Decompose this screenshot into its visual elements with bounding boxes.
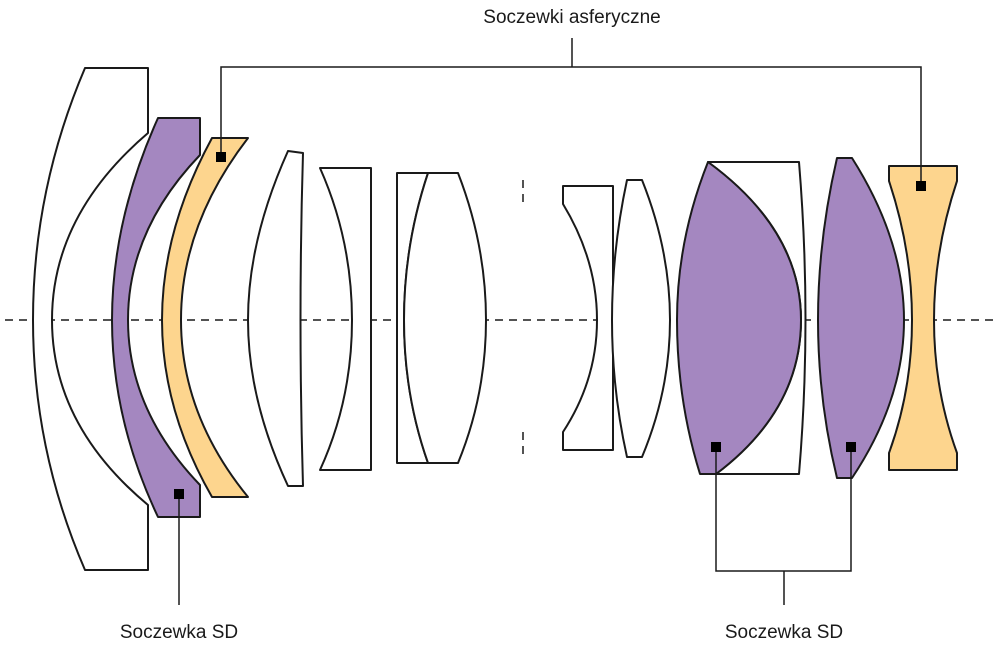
marker-aspherical-1 [216,152,226,162]
lens-element-5 [319,167,372,471]
lens-element-8 [562,185,614,451]
marker-sd-right-2 [846,442,856,452]
lens-element-7 [403,172,487,464]
marker-sd-right-1 [711,442,721,452]
lens-element-9 [611,179,671,458]
marker-aspherical-2 [916,181,926,191]
lens-element-12-sd [817,157,905,479]
label-aspherical-lenses: Soczewki asferyczne [483,7,660,28]
lens-element-1 [32,67,149,571]
lens-element-4 [247,150,304,487]
label-sd-lens-left: Soczewka SD [120,622,238,643]
aspherical-leader-bracket [220,66,922,185]
lens-element-3-aspherical [161,137,249,498]
lens-element-2-sd [111,117,201,518]
marker-sd-left [174,489,184,499]
label-sd-lens-right: Soczewka SD [725,622,843,643]
lens-element-13-aspherical [888,165,958,471]
